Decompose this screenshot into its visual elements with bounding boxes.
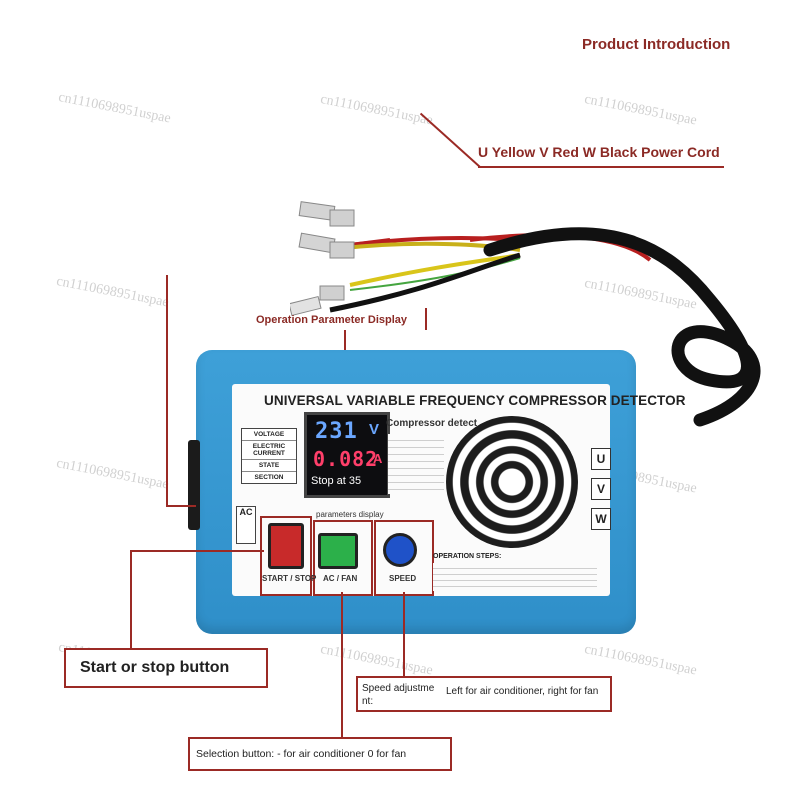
voltage-unit: V [369,421,380,438]
terminal-w: W [591,508,611,530]
device-side-port [188,440,200,530]
watermark: cn1110698951uspae [583,642,698,679]
watermark: cn1110698951uspae [55,456,170,493]
status-readout: Stop at 35 [311,475,362,487]
watermark: cn1110698951uspae [583,92,698,129]
terminal-v: V [591,478,611,500]
callout-line [425,308,427,330]
table-row: VOLTAGE [242,429,296,441]
display-callout: Operation Parameter Display [256,314,408,326]
display-caption: parameters display [316,510,384,519]
callout-line [130,550,132,650]
current-unit: A [373,451,383,466]
selection-callout: Selection button: - for air conditioner … [188,737,452,771]
watermark: cn1110698951uspae [57,90,172,127]
ac-fan-selection-button[interactable] [318,533,358,569]
callout-line [419,112,481,168]
instruction-text-block [388,434,444,494]
terminal-u: U [591,448,611,470]
speed-label: SPEED [389,574,417,583]
parameter-table: VOLTAGE ELECTRIC CURRENT STATE SECTION [241,428,297,484]
speed-knob[interactable] [383,533,417,567]
callout-line [341,592,343,738]
parameter-display-screen: 231 V 0.082 A Stop at 35 [304,412,390,498]
watermark: cn1110698951uspae [319,92,434,129]
speed-callout-desc: Left for air conditioner, right for fan [446,686,599,697]
callout-line [166,505,196,507]
steps-heading: OPERATION STEPS: [433,553,502,560]
fan-grill [446,416,578,548]
table-row: STATE [242,460,296,472]
callout-line [403,592,405,676]
start-stop-callout: Start or stop button [64,648,268,688]
power-cord-callout: U Yellow V Red W Black Power Cord [478,144,720,160]
callout-line [166,275,168,507]
callout-line [130,550,264,552]
start-stop-label: START / STOP [262,574,317,583]
speed-callout-title: Speed adjustme nt: [362,683,435,707]
power-cord-illustration [290,201,761,427]
watermark: cn1110698951uspae [55,274,170,311]
device-title: UNIVERSAL VARIABLE FREQUENCY COMPRESSOR … [264,393,686,408]
ac-fan-label: AC / FAN [323,574,358,583]
table-row: SECTION [254,474,284,481]
voltage-readout: 231 [315,419,358,444]
ac-selector-label: AC [236,506,256,544]
callout-line [478,166,724,168]
start-stop-frame [260,516,312,596]
current-readout: 0.082 [313,447,379,471]
watermark: cn1110698951uspae [319,642,434,679]
section-heading: Compressor detect [386,418,478,429]
ac-selector-text: AC [239,507,253,517]
start-stop-button[interactable] [268,523,304,569]
ac-fan-frame [313,520,373,596]
table-row: ELECTRIC CURRENT [242,441,296,460]
steps-text-block [433,563,597,591]
speed-callout: Speed adjustme nt: Left for air conditio… [356,676,612,712]
page-title: Product Introduction [582,36,731,53]
